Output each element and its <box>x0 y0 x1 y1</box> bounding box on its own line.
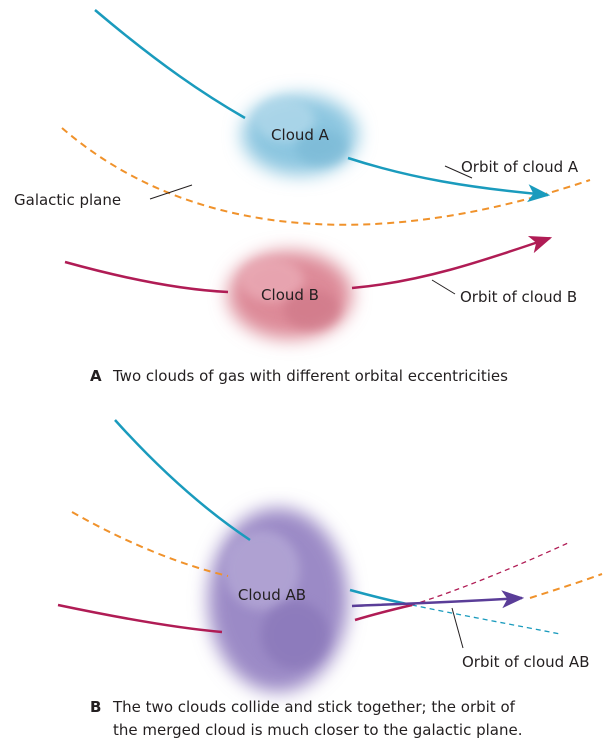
orbit-b-line-right <box>351 236 553 290</box>
orbit-a-line-lower <box>347 156 551 203</box>
panel-b-caption-line1: The two clouds collide and stick togethe… <box>112 698 516 716</box>
orbit-a-line-b-upper <box>114 419 251 542</box>
panel-a: Cloud A Cloud B Orbit of cloud A Galacti… <box>14 9 591 385</box>
cloud-ab <box>208 508 348 692</box>
leader-orbit-a <box>444 165 473 179</box>
orbit-b-line-b-stub <box>354 603 413 622</box>
leader-orbit-b <box>431 279 456 295</box>
cloud-b-label: Cloud B <box>261 286 319 304</box>
orbit-b-projection-dashed <box>411 542 569 606</box>
galactic-plane-line-b-right <box>529 573 603 599</box>
orbit-b-label: Orbit of cloud B <box>460 288 577 306</box>
panel-b-letter: B <box>90 698 101 716</box>
panel-a-caption: Two clouds of gas with different orbital… <box>112 367 508 385</box>
panel-b: Cloud AB Orbit of cloud AB B The two clo… <box>57 419 603 739</box>
panel-b-caption-line2: the merged cloud is much closer to the g… <box>113 721 523 739</box>
cloud-a-label: Cloud A <box>271 126 330 144</box>
orbit-a-label: Orbit of cloud A <box>461 158 579 176</box>
orbit-ab-line <box>351 590 525 609</box>
orbit-b-line-b-left <box>57 603 223 634</box>
orbit-a-line-upper <box>94 9 246 120</box>
orbit-ab-label: Orbit of cloud AB <box>462 653 589 671</box>
galactic-plane-label: Galactic plane <box>14 191 121 209</box>
orbit-a-projection-dashed <box>411 604 561 635</box>
cloud-b <box>228 251 352 339</box>
orbit-b-line-left <box>64 260 229 294</box>
cloud-a <box>242 95 358 175</box>
leader-galactic-plane <box>149 184 193 200</box>
panel-a-letter: A <box>90 367 102 385</box>
galactic-plane-line-b-left <box>71 511 229 577</box>
leader-orbit-ab <box>451 607 464 649</box>
galactic-plane-line-a <box>61 127 591 226</box>
cloud-ab-label: Cloud AB <box>238 586 306 604</box>
